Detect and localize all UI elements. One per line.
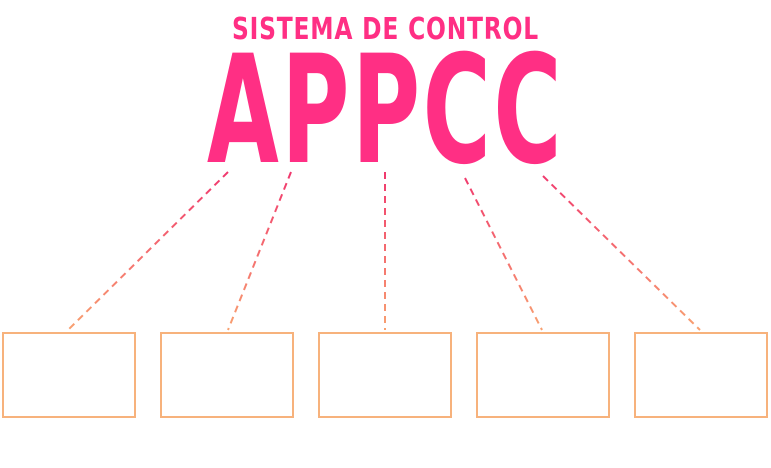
diagram-box-4 [476, 332, 610, 418]
connector-line-1 [67, 171, 229, 331]
diagram-box-5 [634, 332, 768, 418]
diagram-box-2 [160, 332, 294, 418]
diagram-box-3 [318, 332, 452, 418]
title: APPCC [206, 24, 565, 198]
connector-line-2 [227, 171, 292, 331]
diagram-box-1 [2, 332, 136, 418]
connector-line-5 [542, 175, 701, 331]
connector-line-4 [464, 177, 543, 331]
subtitle: SISTEMA DE CONTROL [232, 12, 539, 47]
